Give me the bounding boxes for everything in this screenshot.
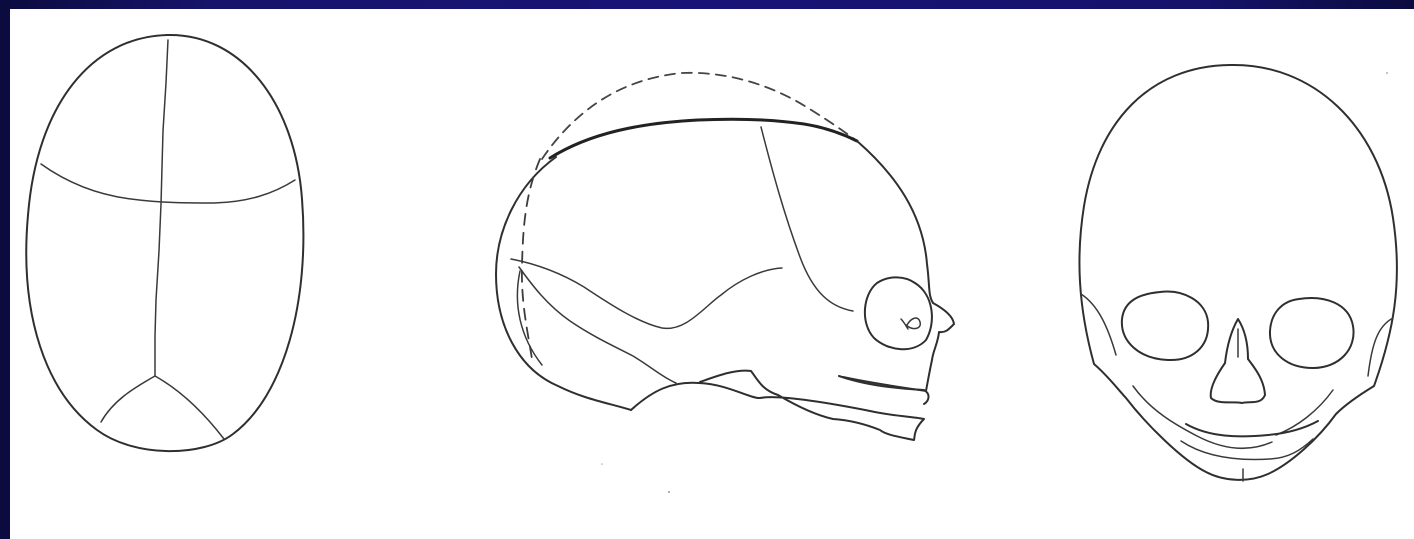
front-view-right-orbit [1270, 298, 1354, 368]
fetal-skull-top-icon [26, 35, 303, 451]
front-view-left-orbit [1122, 292, 1208, 361]
top-view-sagittal-suture [155, 40, 168, 376]
front-view-left-temporal [1081, 294, 1116, 355]
front-view-mandible-line [1181, 439, 1313, 459]
side-view-orbit [865, 277, 932, 349]
side-view-parietal-suture [511, 259, 782, 328]
side-view-occipital-curve [517, 271, 542, 365]
fetal-skull-side-icon [496, 73, 954, 440]
side-view-ear-curl [901, 318, 920, 329]
fetal-skull-diagram [10, 9, 1414, 539]
side-view-dashed-vault [542, 73, 857, 159]
fetal-skull-front-icon [1079, 65, 1397, 481]
top-view-lambdoid-left [101, 376, 155, 422]
side-view-upper-occipital [857, 141, 933, 303]
side-view-face-profile [843, 303, 954, 391]
side-view-lower-jaw [839, 376, 929, 404]
scan-dot [668, 491, 670, 493]
scan-dot [601, 463, 603, 465]
scan-dot [1386, 72, 1388, 74]
front-view-maxilla-left [1133, 386, 1272, 448]
side-view-vault-heavy [550, 119, 857, 158]
scan-artifacts [601, 72, 1388, 493]
side-view-outline [496, 157, 924, 440]
top-view-lambdoid-right [155, 376, 224, 439]
top-view-coronal-suture [41, 164, 295, 203]
front-view-outline [1079, 65, 1397, 480]
diagram-slide [10, 9, 1414, 539]
side-view-temporal-suture [761, 127, 853, 311]
